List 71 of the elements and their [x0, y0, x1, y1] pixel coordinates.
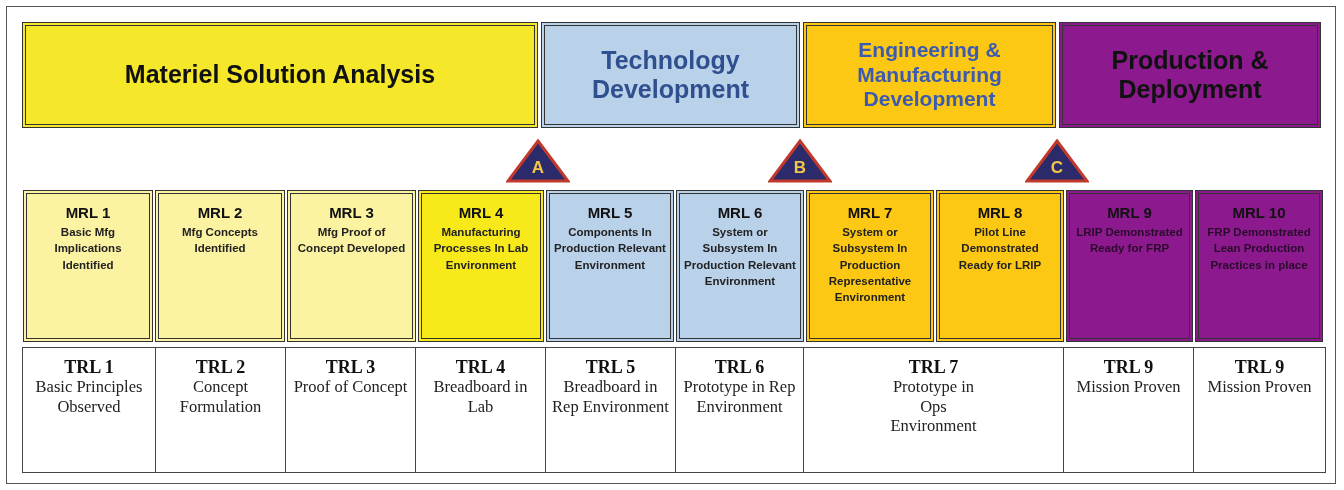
mrl-box	[936, 190, 1064, 342]
trl-description: Breadboard in Rep Environment	[551, 376, 670, 417]
mrl-level: MRL 10	[1232, 204, 1286, 221]
mrl-level: MRL 1	[65, 204, 111, 221]
milestone-letter: C	[1049, 158, 1065, 178]
trl-cell	[415, 347, 546, 473]
mrl-description: System or Subsystem In Production Representative Environment	[827, 225, 913, 306]
mrl-description: Manufacturing Processes In Lab Environment	[432, 225, 530, 273]
mrl-description: Pilot Line Demonstrated Ready for LRIP	[957, 225, 1043, 273]
trl-level: TRL 9	[1103, 358, 1154, 377]
phase-box	[1059, 22, 1321, 128]
mrl-box	[287, 190, 416, 342]
mrl-description: Mfg Concepts Identified	[181, 225, 259, 257]
phase-box	[22, 22, 538, 128]
milestone-letter: B	[792, 158, 808, 178]
mrl-box	[806, 190, 934, 342]
trl-cell	[22, 347, 156, 473]
mrl-level: MRL 6	[717, 204, 763, 221]
trl-level: TRL 1	[64, 358, 114, 377]
mrl-level: MRL 8	[977, 204, 1023, 221]
mrl-description: Basic Mfg Implications Identified	[53, 225, 123, 273]
trl-cell	[545, 347, 676, 473]
mrl-description: Components In Production Relevant Environment	[553, 225, 667, 273]
mrl-box	[23, 190, 153, 342]
trl-level: TRL 3	[325, 358, 376, 377]
trl-cell	[285, 347, 416, 473]
trl-cell	[803, 347, 1064, 473]
trl-description: Breadboard in Lab	[432, 376, 529, 417]
phase-box	[541, 22, 800, 128]
mrl-box	[1066, 190, 1193, 342]
phase-box	[803, 22, 1056, 128]
phase-title: Technology Development	[591, 45, 750, 105]
trl-cell	[155, 347, 286, 473]
mrl-box	[418, 190, 544, 342]
trl-description: Prototype in Rep Environment	[682, 376, 797, 417]
phase-title: Materiel Solution Analysis	[123, 60, 437, 90]
phase-title: Production & Deployment	[1110, 45, 1270, 105]
mrl-box	[546, 190, 674, 342]
mrl-box	[676, 190, 804, 342]
milestone-triangle	[768, 139, 832, 183]
mrl-description: System or Subsystem In Production Relevant Environment	[683, 225, 797, 289]
mrl-level: MRL 7	[847, 204, 893, 221]
mrl-description: FRP Demonstrated Lean Production Practices in place	[1206, 225, 1312, 273]
trl-description: Prototype in Ops Environment	[889, 376, 978, 437]
trl-cell	[675, 347, 804, 473]
trl-level: TRL 9	[1234, 358, 1285, 377]
trl-description: Basic Principles Observed	[34, 376, 144, 417]
trl-description: Proof of Concept	[292, 376, 409, 397]
trl-description: Mission Proven	[1206, 376, 1313, 397]
trl-level: TRL 4	[455, 358, 506, 377]
trl-level: TRL 2	[195, 358, 246, 377]
trl-cell	[1193, 347, 1326, 473]
mrl-box	[1195, 190, 1323, 342]
trl-level: TRL 5	[585, 358, 636, 377]
trl-description: Mission Proven	[1075, 376, 1182, 397]
trl-level: TRL 7	[908, 358, 959, 377]
milestone-triangle	[1025, 139, 1089, 183]
mrl-description: Mfg Proof of Concept Developed	[296, 225, 407, 257]
milestone-triangle	[506, 139, 570, 183]
trl-description: Concept Formulation	[178, 376, 263, 417]
mrl-description: LRIP Demonstrated Ready for FRP	[1075, 225, 1184, 257]
mrl-box	[155, 190, 285, 342]
mrl-level: MRL 9	[1107, 204, 1152, 221]
trl-level: TRL 6	[714, 358, 765, 377]
trl-cell	[1063, 347, 1194, 473]
mrl-level: MRL 5	[587, 204, 633, 221]
milestone-letter: A	[530, 158, 546, 178]
phase-title: Engineering & Manufacturing Development	[856, 37, 1003, 113]
mrl-level: MRL 4	[458, 204, 504, 221]
mrl-level: MRL 2	[197, 204, 243, 221]
mrl-level: MRL 3	[329, 204, 374, 221]
